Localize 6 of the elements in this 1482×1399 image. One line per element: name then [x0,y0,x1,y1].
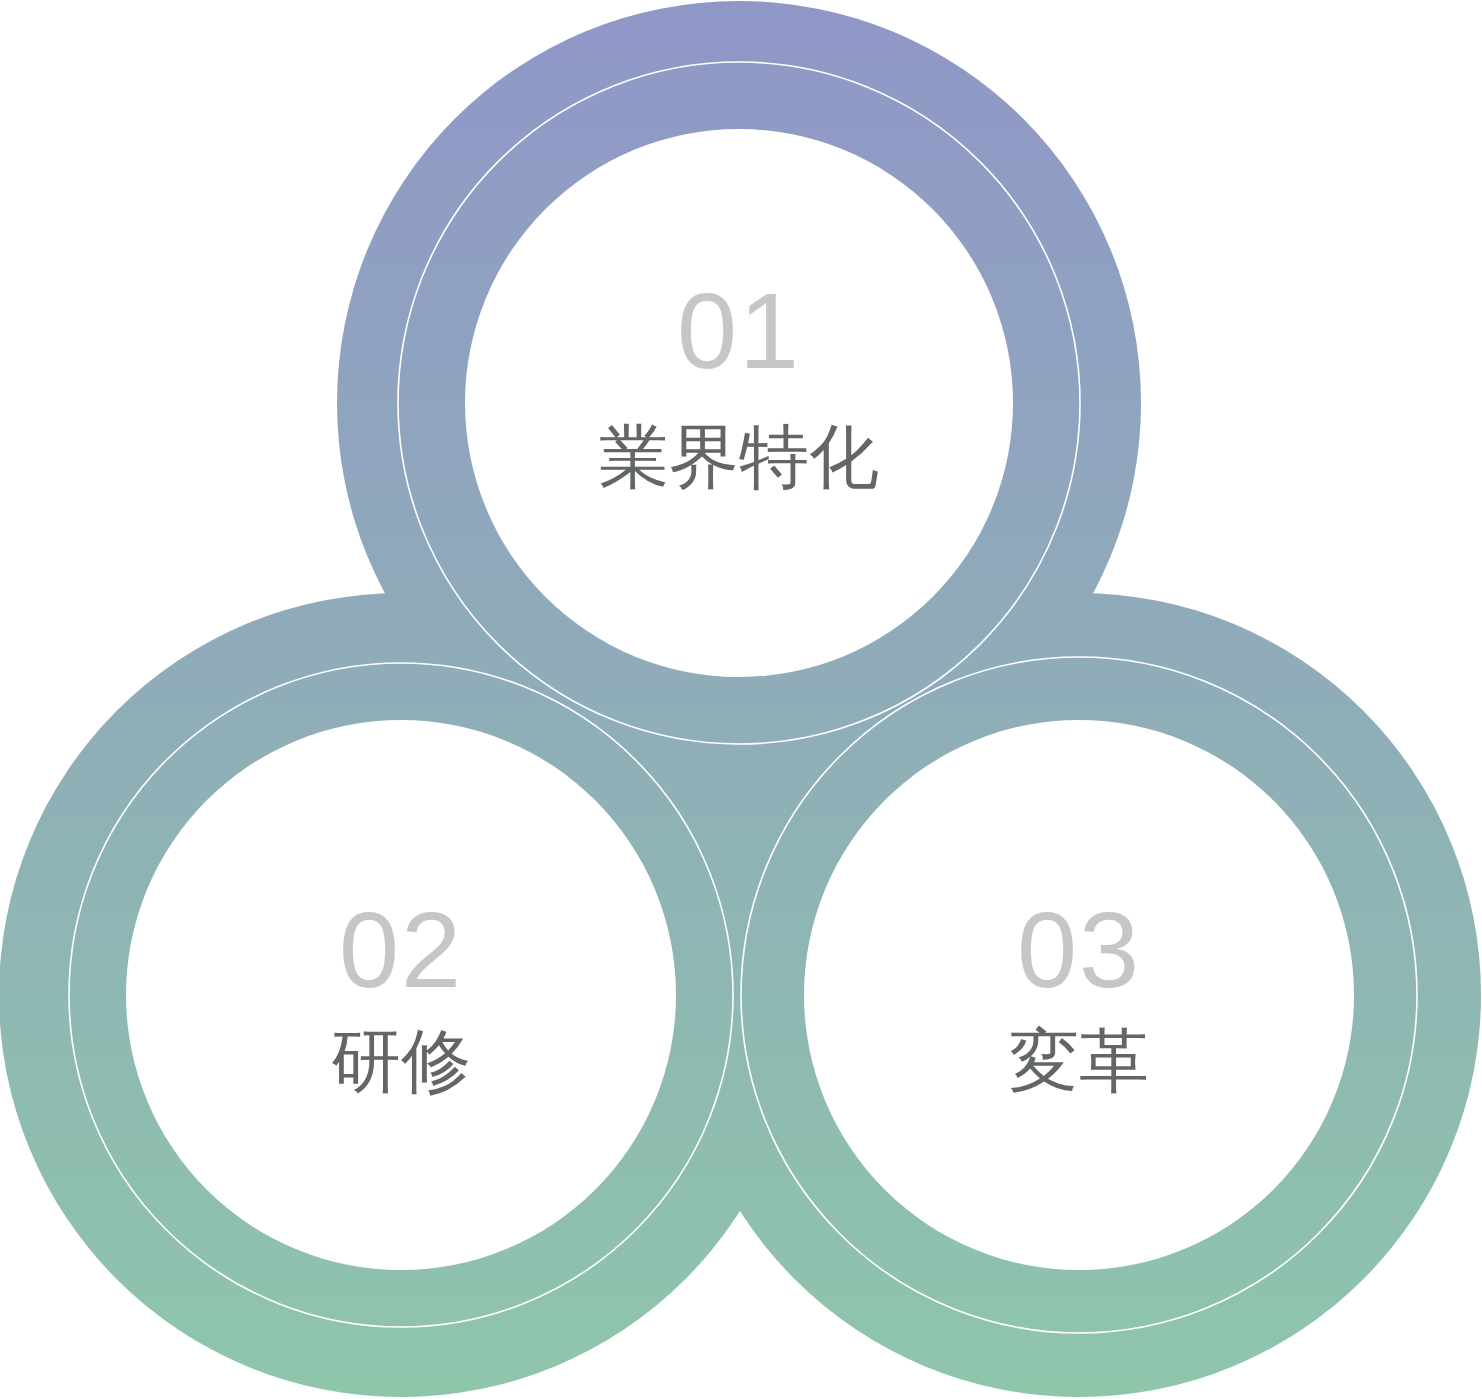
circle-label: 変革 [1009,1026,1149,1096]
circle-label: 研修 [331,1026,471,1096]
step-number: 03 [1016,896,1142,1004]
step-number: 01 [676,277,802,385]
step-number: 02 [338,896,464,1004]
circle-label: 業界特化 [599,422,879,492]
